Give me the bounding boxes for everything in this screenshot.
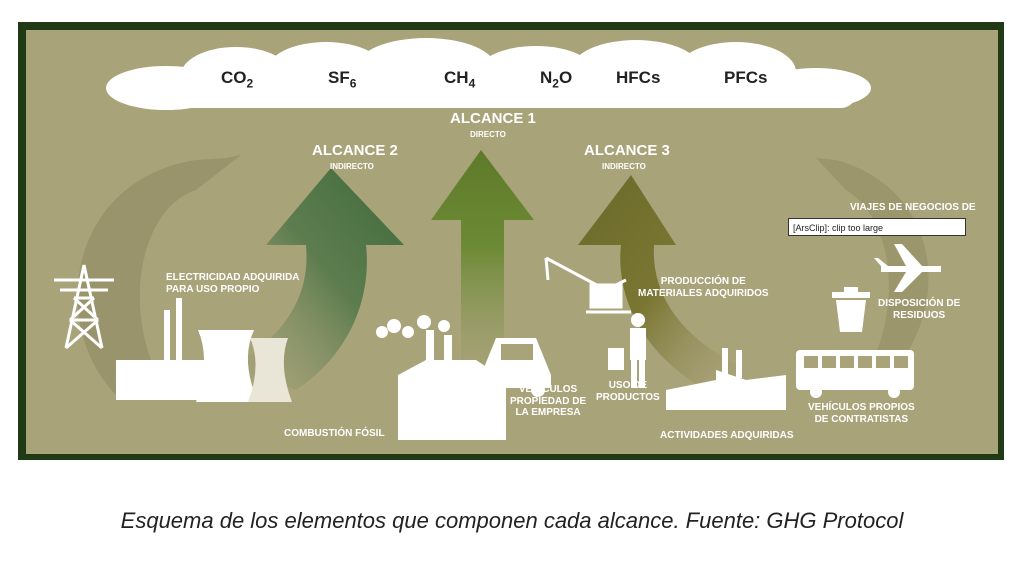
airplane-icon	[874, 244, 941, 292]
scope2-arrow	[77, 155, 404, 400]
gas-sf6: SF6	[328, 68, 357, 91]
gas-hfcs: HFCs	[616, 68, 661, 87]
car-icon	[481, 338, 551, 397]
cloud-shape	[106, 38, 871, 110]
outsourced-facility-icon	[666, 348, 786, 410]
figure-caption: Esquema de los elementos que componen ca…	[120, 508, 904, 533]
clip-notice-tooltip: [ArsClip]: clip too large	[788, 218, 966, 236]
scope3-title: ALCANCE 3	[584, 142, 670, 159]
label-electricity: ELECTRICIDAD ADQUIRIDA PARA USO PROPIO	[166, 272, 300, 295]
scope1-title: ALCANCE 1	[450, 110, 536, 127]
gas-n2o: N2O	[540, 68, 573, 91]
scope3-subtitle: INDIRECTO	[602, 162, 646, 171]
scope1-arrow	[431, 150, 534, 390]
label-business-travel: VIAJES DE NEGOCIOS DE	[850, 202, 976, 213]
scope2-subtitle: INDIRECTO	[330, 162, 374, 171]
gas-pfcs: PFCs	[724, 68, 768, 87]
factory-icon	[376, 315, 506, 440]
person-icon	[608, 313, 646, 388]
scope-diagram-graphic	[54, 38, 941, 440]
gas-ch4: CH4	[444, 68, 476, 91]
label-outsourced-activities: ACTIVIDADES ADQUIRIDAS	[660, 430, 794, 441]
label-product-use: USO DE PRODUCTOS	[596, 380, 660, 403]
scope3-arrow	[578, 158, 929, 390]
diagram-panel: CO2 SF6 CH4 N2O HFCs PFCs ALCANCE 1 DIRE…	[26, 30, 998, 454]
scope1-subtitle: DIRECTO	[470, 130, 506, 139]
label-fossil-combustion: COMBUSTIÓN FÓSIL	[284, 428, 385, 439]
label-purchased-materials: PRODUCCIÓN DE MATERIALES ADQUIRIDOS	[638, 276, 769, 299]
trash-bin-icon	[832, 287, 870, 332]
gas-co2: CO2	[221, 68, 254, 91]
label-waste-disposal: DISPOSICIÓN DE RESIDUOS	[878, 298, 961, 321]
label-contractor-vehicles: VEHÍCULOS PROPIOS DE CONTRATISTAS	[808, 402, 915, 425]
power-plant-icon	[116, 298, 292, 402]
crane-icon	[544, 256, 631, 314]
power-tower-icon	[54, 264, 114, 350]
label-company-vehicles: VEHÍCULOS PROPIEDAD DE LA EMPRESA	[510, 384, 587, 418]
bus-icon	[796, 350, 914, 398]
scope2-title: ALCANCE 2	[312, 142, 398, 159]
